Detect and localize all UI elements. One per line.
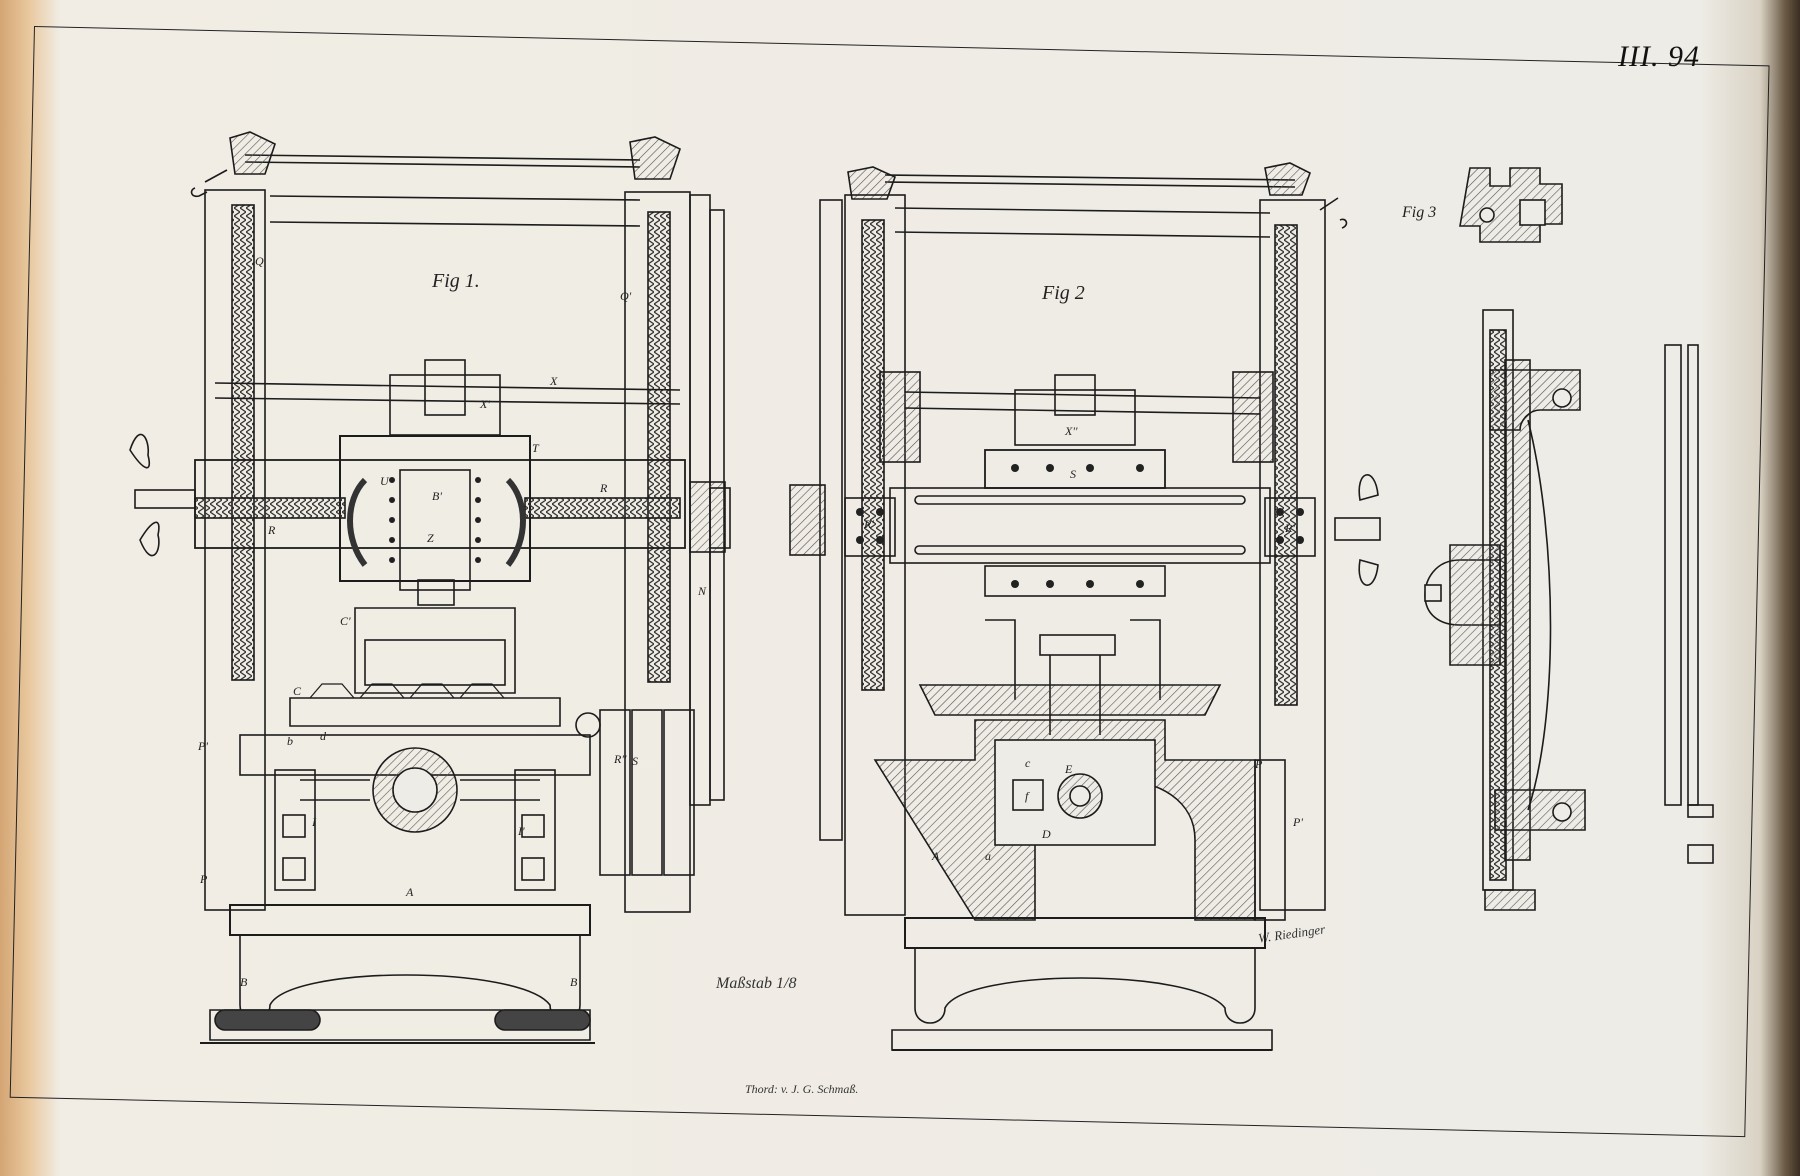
svg-text:B: B xyxy=(570,975,578,989)
svg-text:E: E xyxy=(1064,762,1073,776)
fig1-label: Fig 1. xyxy=(432,270,480,292)
svg-text:D: D xyxy=(1041,827,1051,841)
svg-text:I: I xyxy=(311,815,317,829)
svg-text:c: c xyxy=(1025,756,1031,770)
fig2-drawing xyxy=(789,162,1381,1051)
svg-text:X'': X'' xyxy=(1064,424,1078,438)
svg-text:I': I' xyxy=(517,824,525,838)
svg-text:S: S xyxy=(632,754,638,768)
svg-text:Q': Q' xyxy=(620,289,632,303)
svg-text:U: U xyxy=(380,474,390,488)
svg-text:P: P xyxy=(1254,757,1263,771)
svg-text:Z: Z xyxy=(427,531,434,545)
svg-text:N: N xyxy=(697,584,707,598)
svg-text:A: A xyxy=(931,849,940,863)
fig1-part-labels: P' Q Q' X X' U T R R Z B' C' C b d A B B… xyxy=(197,254,707,989)
svg-text:R': R' xyxy=(863,517,874,531)
fig3-label: Fig 3 xyxy=(1402,204,1437,221)
svg-text:X: X xyxy=(549,374,558,388)
svg-text:A: A xyxy=(405,885,414,899)
svg-text:a: a xyxy=(985,849,991,863)
plate-number: III. 94 xyxy=(1618,40,1700,73)
svg-text:b: b xyxy=(287,734,293,748)
svg-text:C: C xyxy=(293,684,302,698)
svg-text:R: R xyxy=(599,481,608,495)
svg-text:P': P' xyxy=(197,739,208,753)
scale-note: Maßstab 1/8 xyxy=(716,975,797,992)
imprint: Thord: v. J. G. Schmaß. xyxy=(745,1082,859,1096)
svg-text:P: P xyxy=(199,872,208,886)
svg-text:B': B' xyxy=(432,489,442,503)
svg-text:X': X' xyxy=(479,397,490,411)
svg-text:d: d xyxy=(320,729,327,743)
svg-text:P': P' xyxy=(1292,815,1303,829)
svg-text:Q: Q xyxy=(255,254,264,268)
svg-text:T: T xyxy=(532,441,540,455)
svg-text:S: S xyxy=(1070,467,1076,481)
svg-text:R: R xyxy=(267,523,276,537)
svg-text:R'': R'' xyxy=(613,752,627,766)
fig2-part-labels: X'' S R' R'' P P' A a D c f E xyxy=(863,424,1303,863)
fig3-drawing xyxy=(1424,167,1714,911)
svg-text:C': C' xyxy=(340,614,351,628)
svg-text:R'': R'' xyxy=(1284,521,1298,535)
fig2-label: Fig 2 xyxy=(1042,282,1085,304)
fig1-drawing xyxy=(129,131,731,1044)
svg-text:f: f xyxy=(1025,789,1030,803)
svg-text:B: B xyxy=(240,975,248,989)
